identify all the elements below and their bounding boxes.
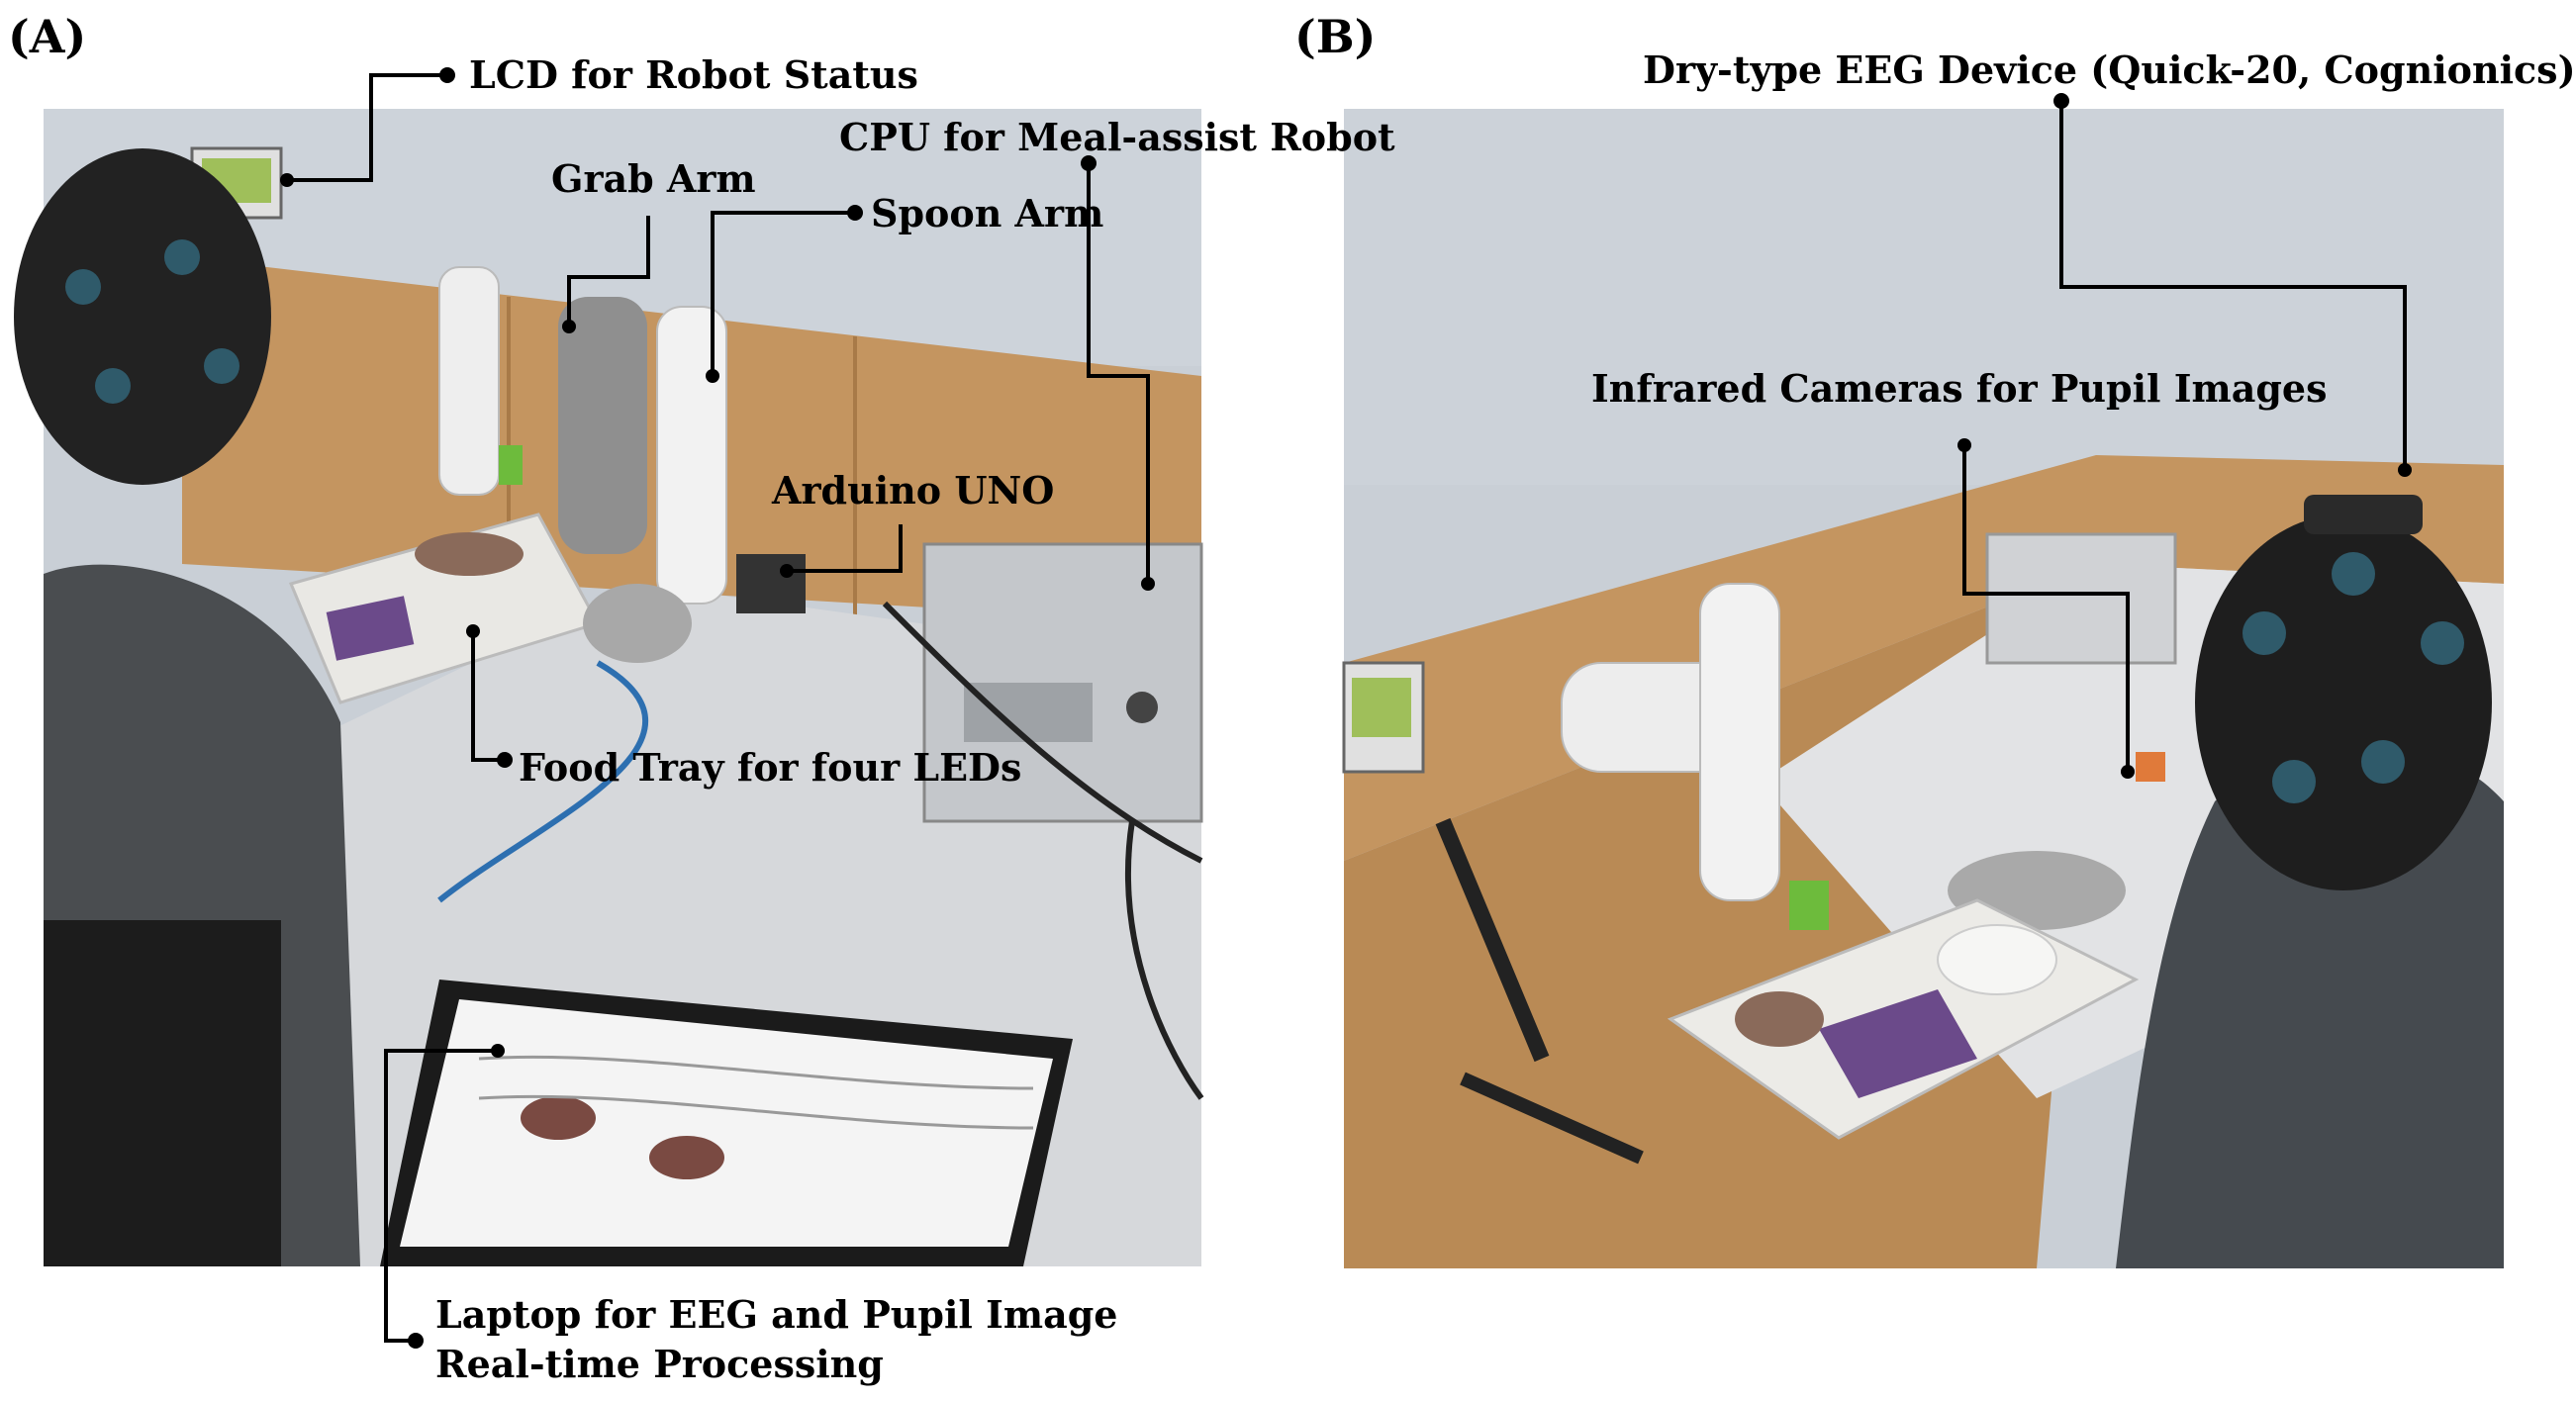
panel-label-b: (B) (1294, 10, 1377, 63)
label-spoon-arm: Spoon Arm (871, 191, 1104, 235)
photo-a-meal-robot-setup (14, 109, 1204, 1266)
label-lcd: LCD for Robot Status (469, 52, 918, 97)
label-arduino: Arduino UNO (772, 468, 1055, 513)
photo-b-eeg-pupil-setup (1342, 109, 2504, 1268)
label-grab-arm: Grab Arm (551, 156, 756, 201)
label-ir-cameras: Infrared Cameras for Pupil Images (1591, 366, 2328, 411)
label-eeg: Dry-type EEG Device (Quick-20, Cognionic… (1643, 47, 2576, 92)
label-laptop-line1: Laptop for EEG and Pupil Image (435, 1292, 1118, 1337)
label-laptop-line2: Real-time Processing (435, 1342, 884, 1386)
label-cpu: CPU for Meal-assist Robot (839, 115, 1395, 159)
panel-label-a: (A) (8, 10, 87, 63)
label-food-tray: Food Tray for four LEDs (519, 745, 1022, 790)
